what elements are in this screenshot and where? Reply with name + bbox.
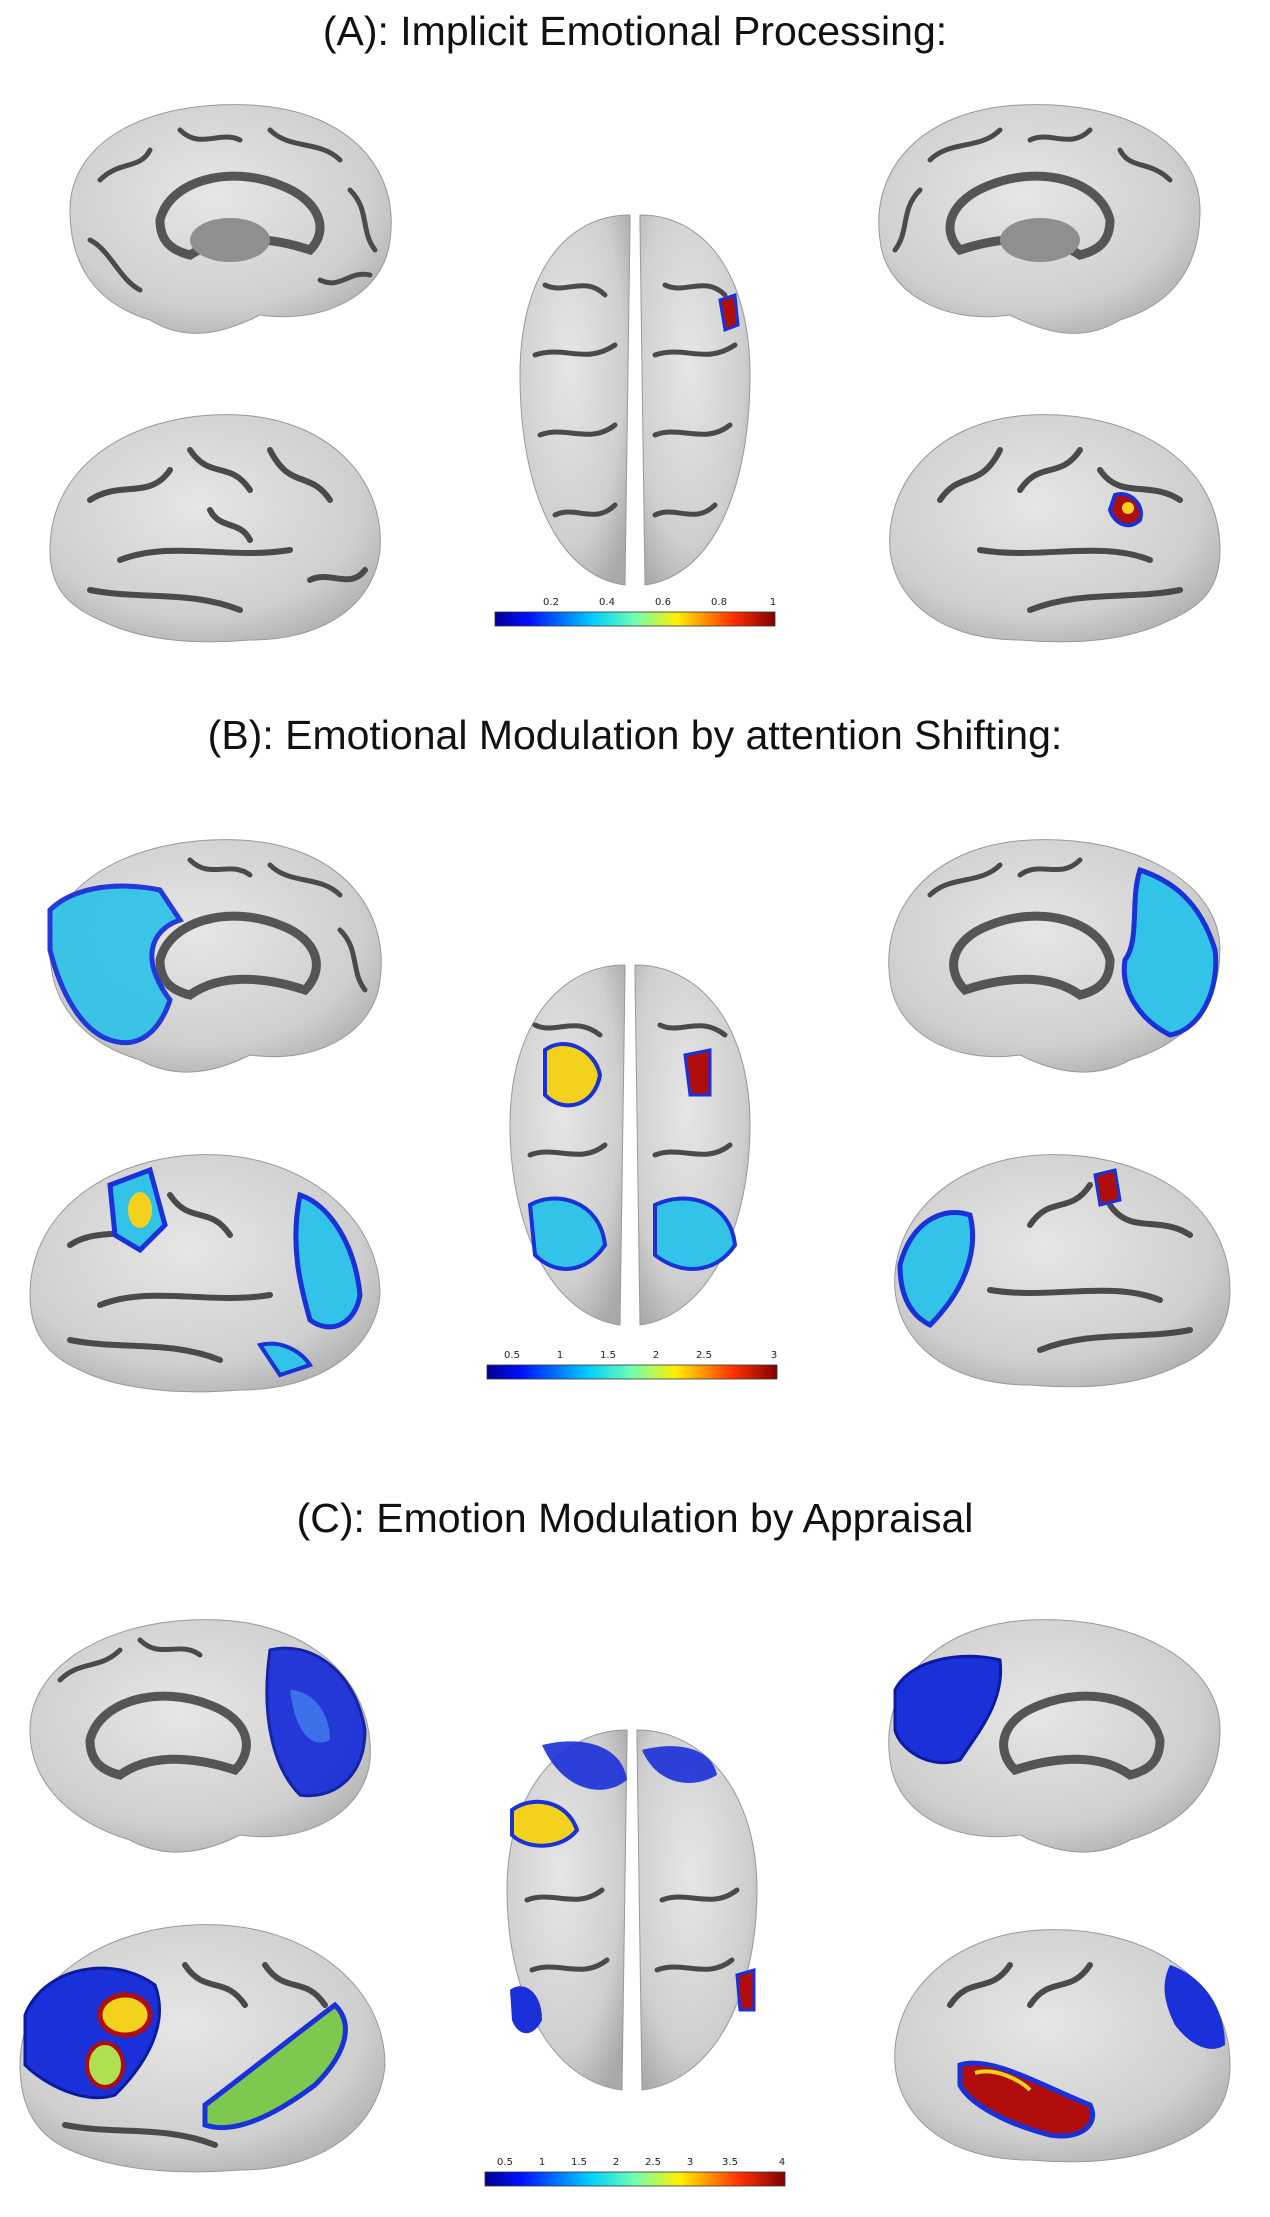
brain-medial-right-c (888, 1619, 1221, 1853)
colorbar-b-tick: 2.5 (696, 1350, 712, 1361)
colorbar-c-tick: 3.5 (722, 2157, 738, 2168)
brain-medial-right-b (888, 839, 1221, 1073)
panel-b-title: (B): Emotional Modulation by attention S… (207, 712, 1063, 758)
colorbar-b-tick: 1 (557, 1350, 563, 1361)
panel-c-title: (C): Emotion Modulation by Appraisal (296, 1495, 974, 1541)
brain-dorsal-c (506, 1729, 758, 2091)
colorbar-b-tick: 2 (653, 1350, 659, 1361)
colorbar-b-tick: 1.5 (600, 1350, 616, 1361)
colorbar-c-tick: 2 (613, 2157, 619, 2168)
colorbar-a-ticks: 0.2 0.4 0.6 0.8 1 (543, 597, 776, 608)
colorbar-c-tick: 0.5 (497, 2157, 513, 2168)
panel-a-title: (A): Implicit Emotional Processing: (322, 8, 948, 54)
brain-dorsal-b (509, 964, 751, 1326)
colorbar-c-tick: 2.5 (645, 2157, 661, 2168)
brain-lateral-left-a (49, 414, 381, 643)
brain-dorsal-a (519, 214, 751, 586)
colorbar-c-tick: 1 (539, 2157, 545, 2168)
colorbar-a-tick: 0.6 (655, 597, 671, 608)
colorbar-a-tick: 0.8 (711, 597, 727, 608)
colorbar-c-tick: 1.5 (571, 2157, 587, 2168)
brain-lateral-left-b (29, 1154, 381, 1393)
brain-medial-right-a (878, 104, 1201, 334)
colorbar-b-tick: 0.5 (504, 1350, 520, 1361)
colorbar-b: 0.5 1 1.5 2 2.5 3 (486, 1350, 778, 1380)
brain-lateral-left-c (19, 1924, 386, 2173)
colorbar-c-tick: 4 (779, 2157, 785, 2168)
brain-lateral-right-a (889, 414, 1221, 643)
colorbar-a-tick: 0.4 (599, 597, 615, 608)
colorbar-a: 0.2 0.4 0.6 0.8 1 (494, 597, 776, 627)
colorbar-a-tick: 1 (770, 597, 776, 608)
brain-medial-left-b (47, 839, 382, 1073)
colorbar-b-tick: 3 (771, 1350, 777, 1361)
brain-medial-left-c (29, 1619, 371, 1853)
colorbar-c-tick: 3 (687, 2157, 693, 2168)
brain-lateral-right-c (894, 1929, 1231, 2163)
colorbar-c: 0.5 1 1.5 2 2.5 3 3.5 4 (484, 2157, 786, 2187)
colorbar-a-tick: 0.2 (543, 597, 559, 608)
brain-lateral-right-b (894, 1154, 1231, 1388)
brain-medial-left-a (69, 104, 392, 334)
